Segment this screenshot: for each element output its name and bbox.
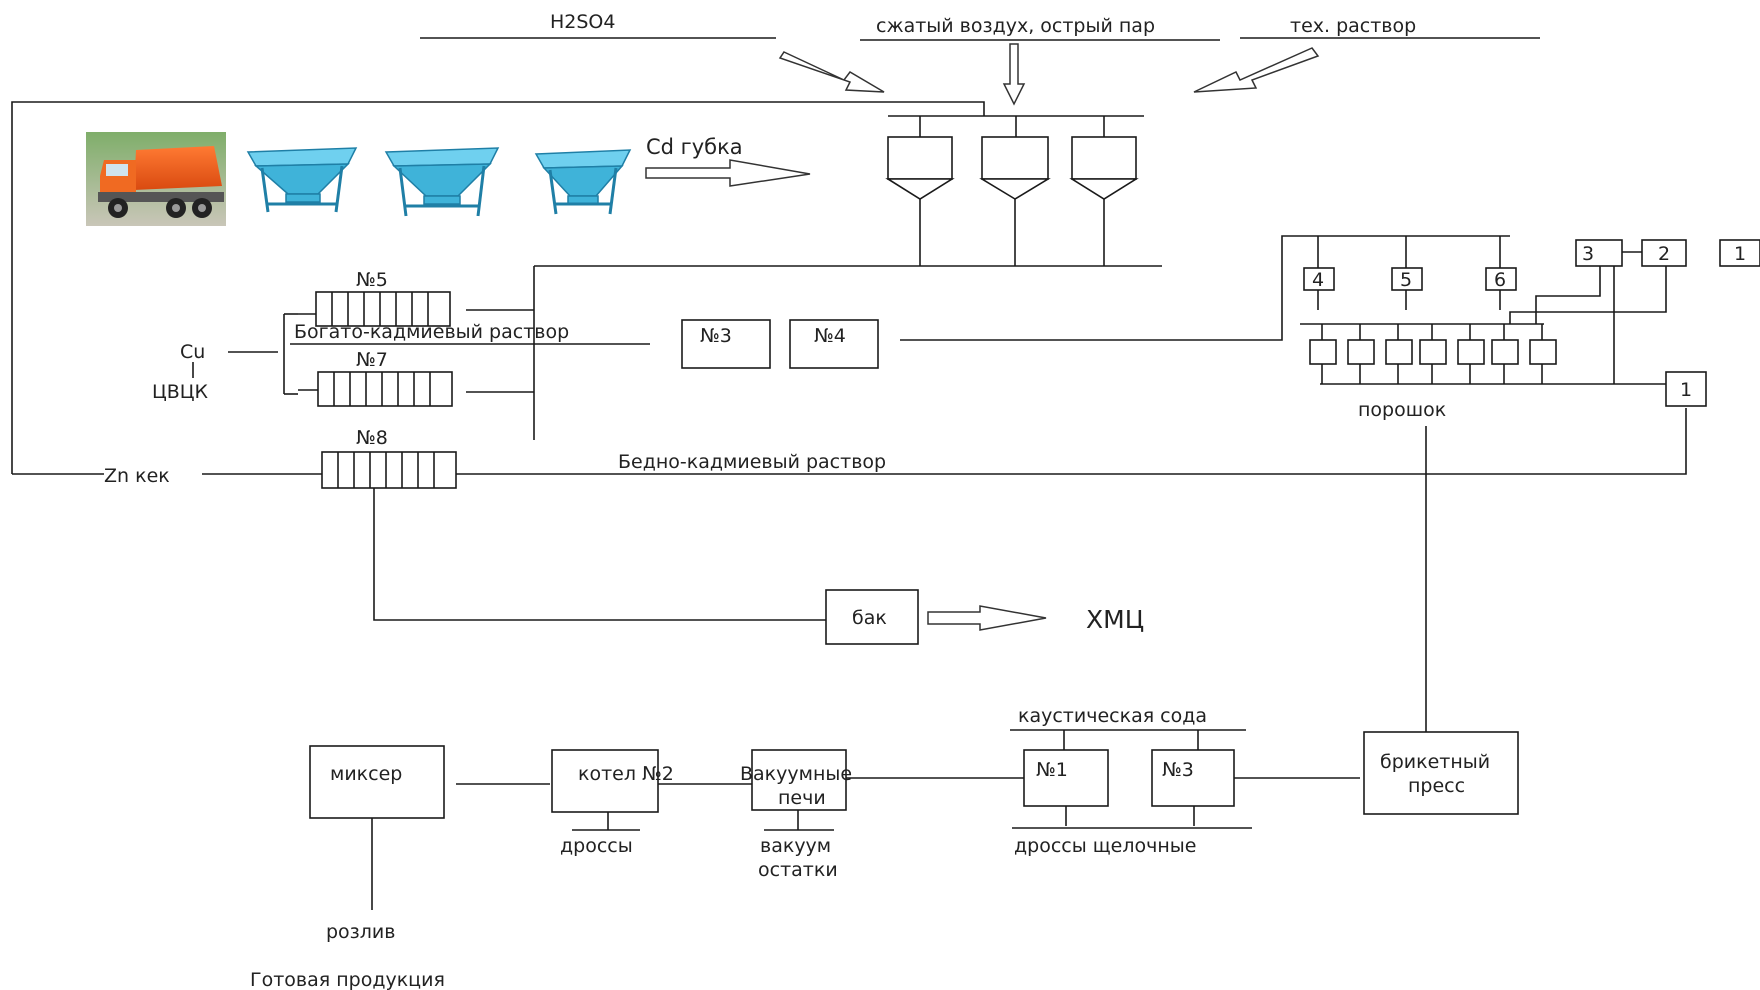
svg-text:1: 1 (1734, 243, 1746, 265)
leaching-tanks (885, 115, 1144, 266)
vessel-n1: №1 (1023, 749, 1109, 807)
briquette-press: брикетный пресс (1363, 731, 1519, 815)
label-cu: Cu (180, 341, 205, 363)
vacuum-furnaces: Вакуумные печи (740, 749, 852, 811)
arrow-tech-solution-icon (1193, 47, 1320, 93)
label-cd-sponge: Cd губка (646, 135, 743, 159)
label-alkaline-dross: дроссы щелочные (1014, 835, 1196, 857)
label-zn-cake: Zn кек (104, 465, 170, 487)
svg-text:4: 4 (1312, 269, 1324, 291)
arrow-hmc-icon (927, 605, 1047, 631)
tank-n5: №5 (298, 269, 534, 327)
tank-n7: №7 (298, 349, 534, 407)
poor-solution-line (456, 408, 1687, 475)
leach-tank-1 (885, 116, 955, 266)
label-mixer: миксер (330, 763, 402, 785)
filter-label-1-top: 1 (1719, 239, 1760, 267)
filter-label-2: 2 (1641, 239, 1687, 267)
label-vessel-n1: №1 (1036, 759, 1068, 781)
label-cvck: ЦВЦК (152, 381, 209, 403)
label-vessel-n3: №3 (1162, 759, 1194, 781)
dump-truck-icon (86, 132, 226, 226)
filter-label-4: 4 (1303, 267, 1335, 291)
label-tank-n8: №8 (356, 427, 388, 449)
cu-branch: Cu ЦВЦК (152, 313, 298, 403)
filter-label-3: 3 (1575, 239, 1623, 267)
return-loop-line (11, 101, 985, 474)
filter-label-6: 6 (1485, 267, 1517, 291)
mixer: миксер (309, 745, 445, 819)
svg-text:3: 3 (1582, 243, 1594, 265)
boiler-n2: котел №2 (551, 749, 674, 813)
label-vacuum-furnaces-2: печи (778, 787, 826, 809)
arrow-h2so4-icon (778, 51, 885, 93)
svg-text:1: 1 (1680, 379, 1692, 401)
hopper-3-icon (534, 149, 632, 215)
label-tank-n5: №5 (356, 269, 388, 291)
label-press-line2: пресс (1408, 775, 1465, 797)
hopper-2-icon (384, 147, 500, 217)
label-pouring: розлив (326, 921, 395, 943)
label-vacuum-residue-1: вакуум (760, 835, 831, 857)
label-tech-solution: тех. раствор (1290, 15, 1416, 37)
label-air-steam: сжатый воздух, острый пар (876, 15, 1155, 37)
tank-n8: №8 (321, 427, 457, 489)
input-h2so4: H2SO4 (420, 11, 885, 93)
filter-cells (1309, 324, 1557, 384)
svg-text:6: 6 (1494, 269, 1506, 291)
label-rich-solution: Богато-кадмиевый раствор (294, 321, 569, 343)
label-powder: порошок (1358, 399, 1446, 421)
label-tank-bak: бак (852, 607, 887, 629)
tank-box-n3: №3 (681, 319, 771, 369)
label-finished-product: Готовая продукция (250, 969, 445, 990)
label-h2so4: H2SO4 (550, 11, 615, 33)
hopper-1-icon (246, 147, 358, 213)
label-press-line1: брикетный (1380, 751, 1490, 773)
filter-label-5: 5 (1391, 267, 1423, 291)
filter-distribution (1317, 236, 1501, 268)
arrow-air-steam-icon (1002, 43, 1026, 106)
input-tech-solution: тех. раствор (1193, 15, 1540, 93)
leach-tank-3 (1069, 116, 1139, 266)
label-dross: дроссы (560, 835, 633, 857)
svg-text:5: 5 (1400, 269, 1412, 291)
label-tank-n7: №7 (356, 349, 388, 371)
tank-box-n4: №4 (789, 319, 879, 369)
label-vacuum-residue-2: остатки (758, 859, 838, 881)
tank-bak: бак (825, 589, 919, 645)
vessel-n3: №3 (1151, 749, 1235, 807)
label-boiler: котел №2 (578, 763, 674, 785)
leach-tank-2 (979, 116, 1051, 266)
label-box-n3: №3 (700, 325, 732, 347)
label-caustic-soda: каустическая сода (1018, 705, 1207, 727)
label-hmc: ХМЦ (1086, 605, 1144, 634)
svg-text:2: 2 (1658, 243, 1670, 265)
filter-label-1: 1 (1665, 371, 1707, 407)
n8-to-tank-line (373, 488, 826, 621)
input-air-steam: сжатый воздух, острый пар (860, 15, 1220, 106)
label-poor-solution: Бедно-кадмиевый раствор (618, 451, 886, 473)
arrow-cd-sponge-icon (645, 159, 811, 187)
label-vacuum-furnaces-1: Вакуумные (740, 763, 852, 785)
n4-to-filters-line (900, 235, 1510, 341)
label-box-n4: №4 (814, 325, 846, 347)
